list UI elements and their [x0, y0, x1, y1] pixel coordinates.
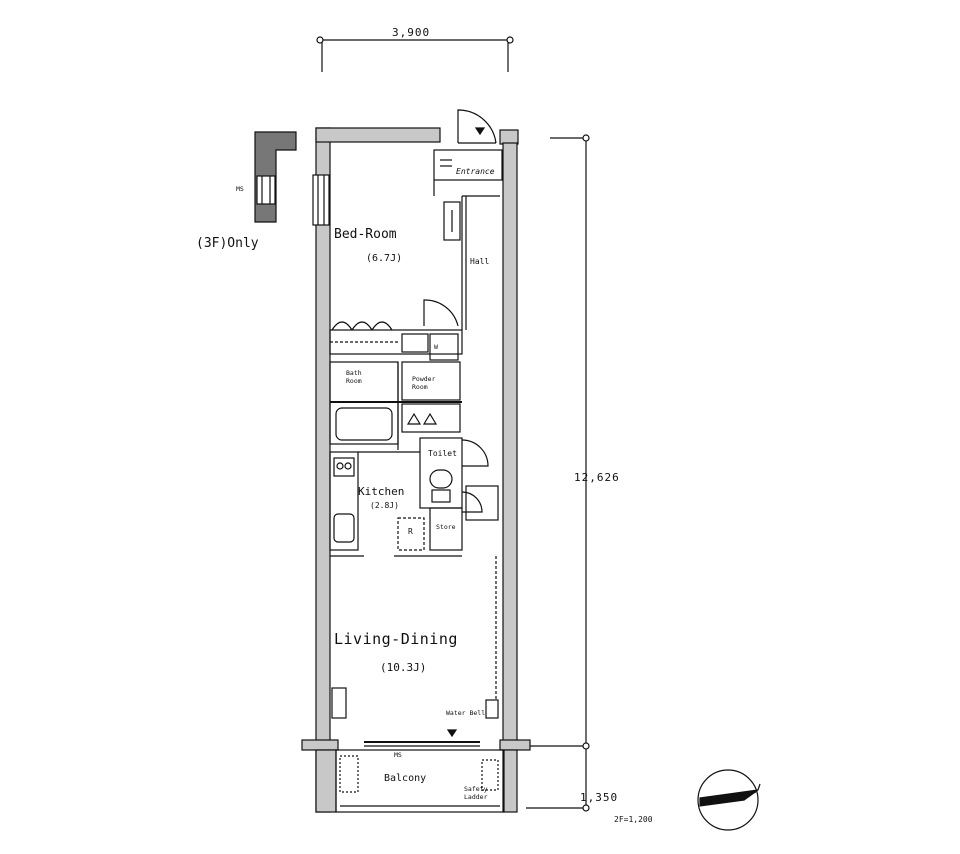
label-powder-room: Powder Room	[412, 375, 436, 391]
exterior-walls	[301, 127, 531, 813]
note-ms-bottom: MS	[394, 751, 402, 759]
compass-icon	[697, 769, 761, 831]
label-living-dining: Living-Dining	[334, 630, 458, 648]
note-ms-top: MS	[236, 185, 244, 193]
scale-note: 2F=1,200	[614, 815, 653, 824]
label-bedroom: Bed-Room	[334, 227, 397, 242]
label-store: Store	[436, 523, 456, 531]
label-entrance: Entrance	[456, 167, 495, 176]
top-dimension-line	[316, 36, 514, 72]
label-toilet: Toilet	[428, 449, 457, 458]
label-hall: Hall	[470, 257, 490, 266]
entrance-door	[457, 109, 497, 144]
label-kitchen: Kitchen	[358, 485, 405, 498]
label-safety-ladder: Safety Ladder	[464, 785, 488, 801]
label-water-bell: Water Bell	[446, 709, 486, 717]
label-bedroom-size: (6.7J)	[366, 253, 403, 264]
third-floor-wall-inset	[254, 131, 297, 223]
dimension-height-balcony: 1,350	[580, 791, 619, 804]
label-washer: W	[434, 343, 438, 351]
label-living-dining-size: (10.3J)	[380, 661, 427, 674]
dimension-top-width: 3,900	[392, 26, 431, 39]
label-balcony: Balcony	[384, 773, 427, 784]
right-dimension-line	[526, 134, 590, 812]
label-bath-room: Bath Room	[346, 369, 362, 385]
label-refrigerator: R	[408, 527, 413, 536]
interior-walls	[329, 195, 500, 747]
note-third-floor-only: (3F)Only	[196, 236, 259, 251]
entrance-area	[433, 149, 503, 196]
label-kitchen-size: (2.8J)	[370, 501, 399, 510]
dimension-height-main: 12,626	[574, 471, 620, 484]
bedroom-window	[312, 174, 330, 226]
balcony-outline	[335, 749, 505, 813]
